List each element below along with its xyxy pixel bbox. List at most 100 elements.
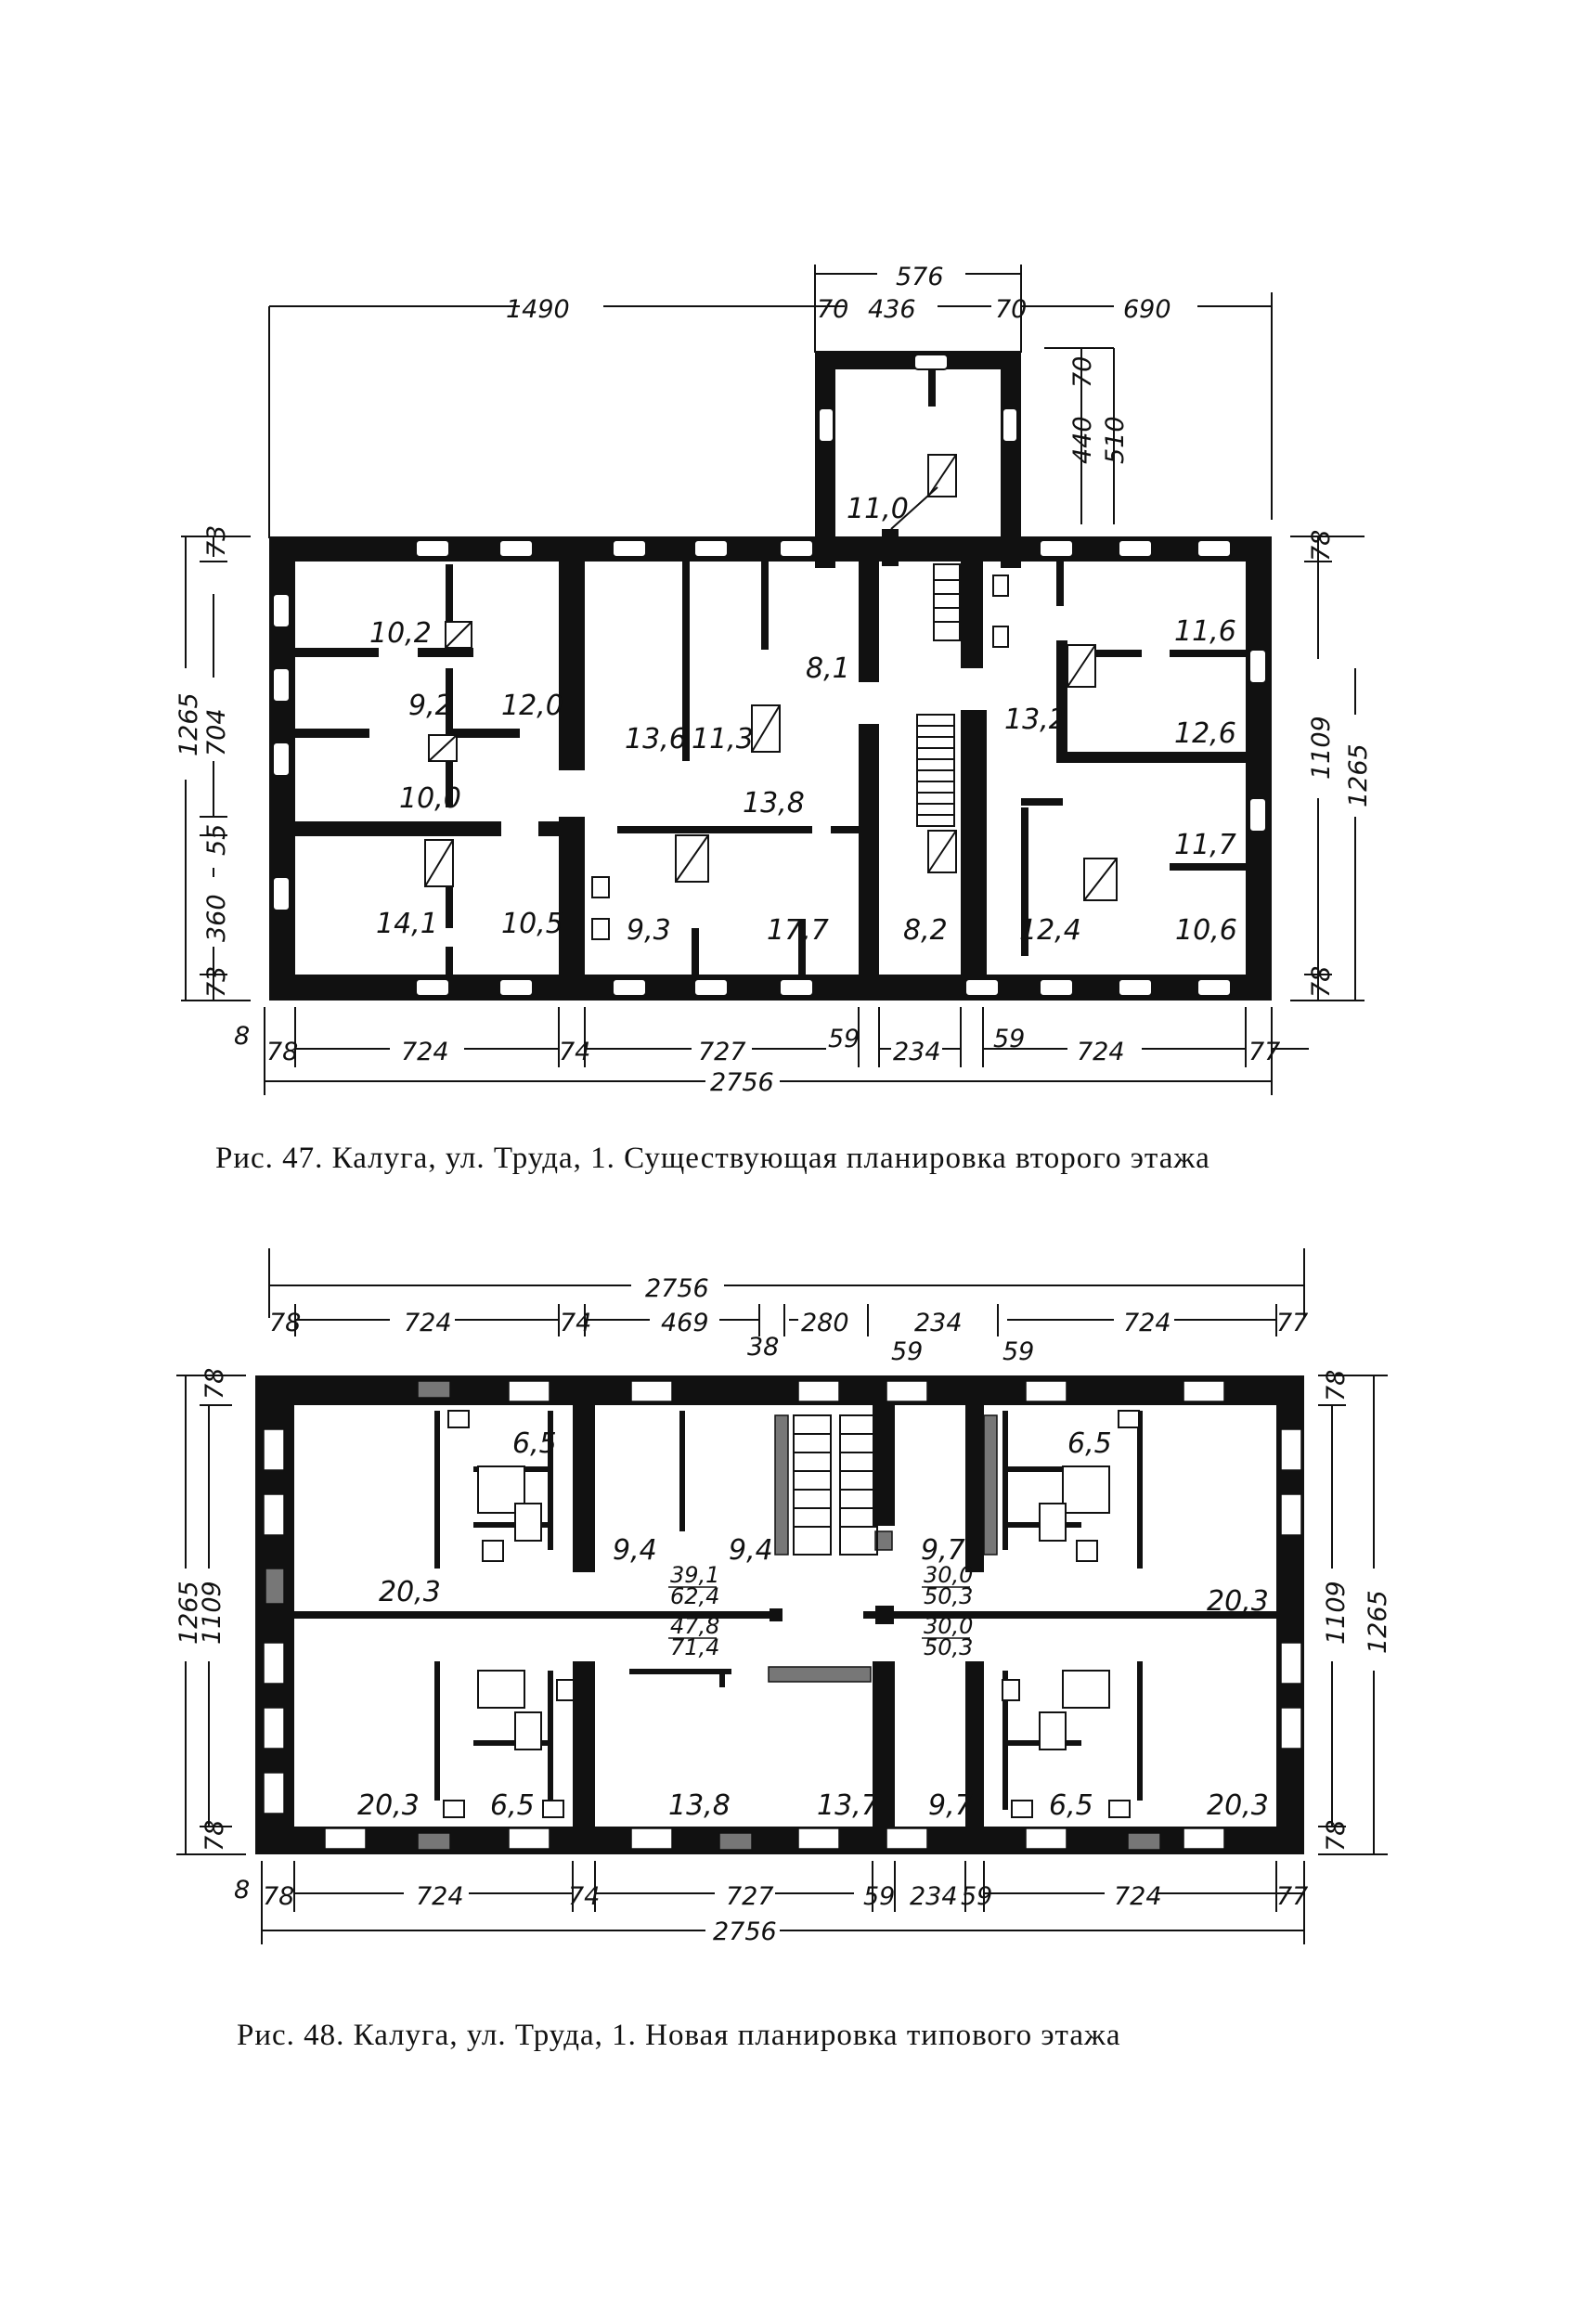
fig47-room-20: 10,6 <box>1175 914 1237 947</box>
fig48-dim-78-bottom: 78 <box>263 1882 294 1911</box>
figure-47-plan: 1490 576 70 436 70 690 70 440 510 <box>175 263 1373 1097</box>
fig48-dim-74-bottom: 74 <box>568 1882 600 1911</box>
fig47-room-4: 12,0 <box>501 690 563 722</box>
fig48-dim-77-bottom: 77 <box>1276 1882 1308 1911</box>
fig47-dim-510: 510 <box>1101 416 1130 464</box>
fig47-dim-727: 727 <box>698 1038 746 1066</box>
fig47-dim-1265-right: 1265 <box>1344 743 1373 807</box>
fig48-dim-74-top: 74 <box>560 1309 591 1337</box>
fig48-dim-1109-right: 1109 <box>1322 1581 1351 1645</box>
fig47-dim-436: 436 <box>868 295 916 324</box>
fig47-windows <box>272 354 1267 997</box>
fig48-room-8: 20,3 <box>357 1789 420 1822</box>
fig48-room-9: 6,5 <box>490 1789 535 1822</box>
fig47-dim-1490: 1490 <box>506 295 570 324</box>
fig48-dim-727-bottom: 727 <box>726 1882 774 1911</box>
fig47-dim-724a: 724 <box>401 1038 449 1066</box>
fig47-room-2: 10,2 <box>369 617 432 650</box>
fig48-room-6: 20,3 <box>379 1576 441 1608</box>
fig48-room-10: 13,8 <box>668 1789 731 1822</box>
fig48-dim-280: 280 <box>801 1309 849 1337</box>
fig47-room-14: 14,1 <box>376 908 438 940</box>
fig48-dim-59b-bottom: 59 <box>961 1882 992 1911</box>
fig47-dim-73-bottom: 73 <box>202 966 231 998</box>
fig48-apt-1: 39,1 <box>670 1562 719 1588</box>
fig47-dim-55: 55 <box>202 824 231 856</box>
fig48-dim-1265-left: 1265 <box>175 1581 203 1645</box>
fig47-room-7: 11,3 <box>692 723 754 755</box>
fig47-dim-70b: 70 <box>995 295 1027 324</box>
fig48-room-14: 20,3 <box>1207 1789 1269 1822</box>
fig47-dim-59a: 59 <box>828 1025 860 1053</box>
fig47-room-17: 17,7 <box>767 914 829 947</box>
fig48-dim-78-top: 78 <box>269 1309 301 1337</box>
figure-48-caption: Рис. 48. Калуга, ул. Труда, 1. Новая пла… <box>237 2019 1121 2052</box>
fig48-room-2: 9,4 <box>613 1534 657 1567</box>
fig48-dim-77-top: 77 <box>1276 1309 1308 1337</box>
fig47-stoves <box>424 454 1118 940</box>
fig48-apt-5: 30,0 <box>924 1562 973 1588</box>
figure-48-plan: 2756 78 724 74 469 38 280 234 59 59 724 … <box>175 1248 1392 1946</box>
fig48-room-13: 6,5 <box>1049 1789 1093 1822</box>
fig48-dim-724a-top: 724 <box>404 1309 452 1337</box>
fig48-dim-78-left-bottom: 78 <box>200 1820 229 1852</box>
fig47-dim-78-bottom: 78 <box>1307 966 1336 998</box>
fig48-dim-78-right-bottom: 78 <box>1322 1820 1351 1852</box>
fig48-dim-2756-bottom: 2756 <box>713 1917 777 1946</box>
fig48-dim-2756-top: 2756 <box>645 1274 709 1303</box>
fig47-dim-704: 704 <box>202 708 231 756</box>
fig48-dim-59a-top: 59 <box>891 1337 923 1366</box>
fig47-dim-690: 690 <box>1123 295 1171 324</box>
fig48-dim-469: 469 <box>661 1309 709 1337</box>
fig47-room-15: 10,5 <box>501 908 563 940</box>
fig48-dim-724b-bottom: 724 <box>1114 1882 1162 1911</box>
fig48-room-7: 20,3 <box>1207 1585 1269 1618</box>
fig48-room-1: 6,5 <box>512 1427 557 1460</box>
fig48-dim-8: 8 <box>234 1876 250 1904</box>
fig47-room-18: 8,2 <box>903 914 948 947</box>
fig47-dim-78-top: 78 <box>1307 530 1336 562</box>
fig48-dim-59b-top: 59 <box>1002 1337 1034 1366</box>
fig48-dim-1265-right: 1265 <box>1364 1590 1392 1654</box>
fig47-room-8: 8,1 <box>806 652 850 685</box>
fig48-room-4: 9,7 <box>921 1534 965 1567</box>
fig47-dim-59b: 59 <box>993 1025 1025 1053</box>
fig47-dim-360: 360 <box>202 894 231 942</box>
fig47-dim-77: 77 <box>1248 1038 1280 1066</box>
fig47-dim-1109: 1109 <box>1307 716 1336 780</box>
fig48-dim-724a-bottom: 724 <box>416 1882 464 1911</box>
fig48-room-11: 13,7 <box>817 1789 879 1822</box>
fig47-dim-73-top: 73 <box>202 525 231 557</box>
fig47-room-11: 11,6 <box>1174 615 1236 648</box>
fig47-room-9: 13,8 <box>743 787 805 820</box>
fig48-dim-724b-top: 724 <box>1123 1309 1171 1337</box>
figure-47-caption: Рис. 47. Калуга, ул. Труда, 1. Существую… <box>215 1142 1210 1175</box>
fig47-room-12: 12,6 <box>1174 717 1236 750</box>
fig47-room-1: 11,0 <box>847 493 909 525</box>
fig47-stairs <box>890 486 961 827</box>
fig48-interior-walls <box>294 1405 1276 1828</box>
fig48-dim-234-bottom: 234 <box>910 1882 958 1911</box>
fig48-apt-3: 47,8 <box>670 1613 719 1639</box>
fig47-dim-724b: 724 <box>1077 1038 1125 1066</box>
fig48-dim-1109-left: 1109 <box>198 1581 226 1645</box>
fig48-fixtures <box>443 1410 1140 1818</box>
fig47-dim-576: 576 <box>896 263 944 291</box>
fig48-room-5: 6,5 <box>1067 1427 1112 1460</box>
fig47-dim-74: 74 <box>559 1038 590 1066</box>
fig48-dim-78-right-top: 78 <box>1322 1370 1351 1401</box>
fig48-stairs <box>793 1414 878 1556</box>
fig47-room-3: 9,2 <box>408 690 453 722</box>
fig47-dim-tower-70: 70 <box>1068 356 1097 388</box>
fig47-dim-2756: 2756 <box>710 1068 774 1097</box>
fig47-room-16: 9,3 <box>627 914 671 947</box>
fig47-tower-walls <box>815 351 1021 568</box>
fig48-dim-78-left-top: 78 <box>200 1368 229 1400</box>
fig48-dim-59a-bottom: 59 <box>863 1882 895 1911</box>
fig47-room-5: 10,0 <box>399 782 461 815</box>
fig48-dim-38: 38 <box>747 1333 779 1362</box>
fig47-room-10: 13,2 <box>1004 704 1067 736</box>
fig47-dim-70a: 70 <box>817 295 848 324</box>
fig48-apt-7: 30,0 <box>924 1613 973 1639</box>
